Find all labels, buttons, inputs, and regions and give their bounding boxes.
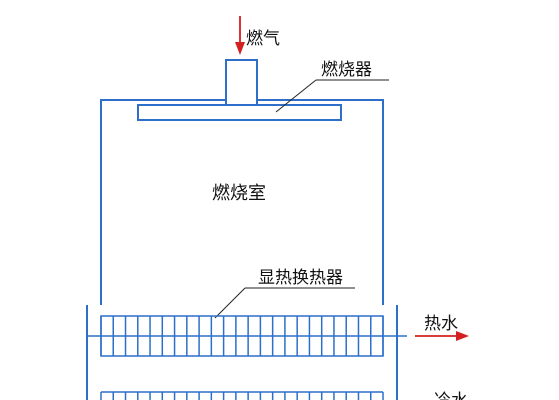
- burner-label: 燃烧器: [321, 60, 372, 80]
- burner-leader-line: [275, 79, 389, 113]
- heat-exchanger-label: 显热换热器: [258, 268, 343, 288]
- hot-water-outlet: [397, 331, 469, 341]
- combustion-chamber-label: 燃烧室: [212, 183, 266, 204]
- heat-exchanger-leader-line: [214, 287, 355, 319]
- heat-exchanger-lower-bank: [100, 391, 384, 400]
- hot-water-label: 热水: [424, 314, 458, 334]
- cold-water-label: 冷水: [434, 391, 468, 400]
- gas-label: 燃气: [246, 29, 280, 49]
- gas-arrow-icon: [235, 16, 245, 55]
- gas-inlet-pipe: [225, 59, 258, 106]
- burner-plate: [137, 104, 342, 121]
- combustion-chamber-outline: [86, 99, 398, 400]
- heat-exchanger-upper-bank: [87, 315, 397, 357]
